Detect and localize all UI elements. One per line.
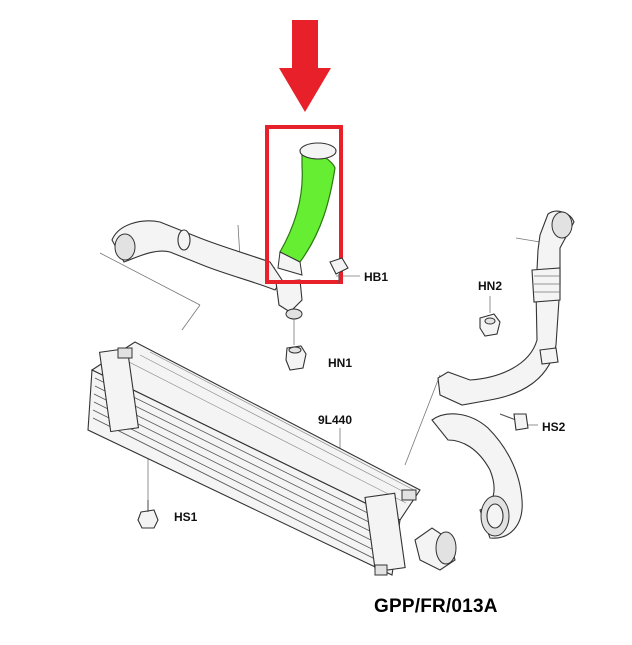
- hs2-screw: [499, 413, 529, 431]
- upper-left-hose: [111, 220, 303, 320]
- label-9l440: 9L440: [318, 413, 352, 427]
- hb1-bolt: [329, 257, 349, 283]
- part-code: GPP/FR/013A: [374, 596, 498, 617]
- hn1-nut: [285, 345, 307, 371]
- intercooler-radiator: [87, 341, 421, 576]
- label-hs2: HS2: [542, 420, 566, 434]
- red-down-arrow: [279, 20, 331, 112]
- label-hs1: HS1: [174, 510, 198, 524]
- upper-right-hose: [437, 210, 575, 406]
- hs1-screw: [137, 500, 159, 529]
- red-highlight-box: [265, 125, 343, 284]
- lower-right-hose: [414, 413, 523, 571]
- highlighted-hose: [277, 142, 337, 276]
- hn2-nut: [479, 313, 501, 337]
- label-hn1: HN1: [328, 356, 352, 370]
- label-hb1: HB1: [364, 270, 388, 284]
- label-hn2: HN2: [478, 279, 502, 293]
